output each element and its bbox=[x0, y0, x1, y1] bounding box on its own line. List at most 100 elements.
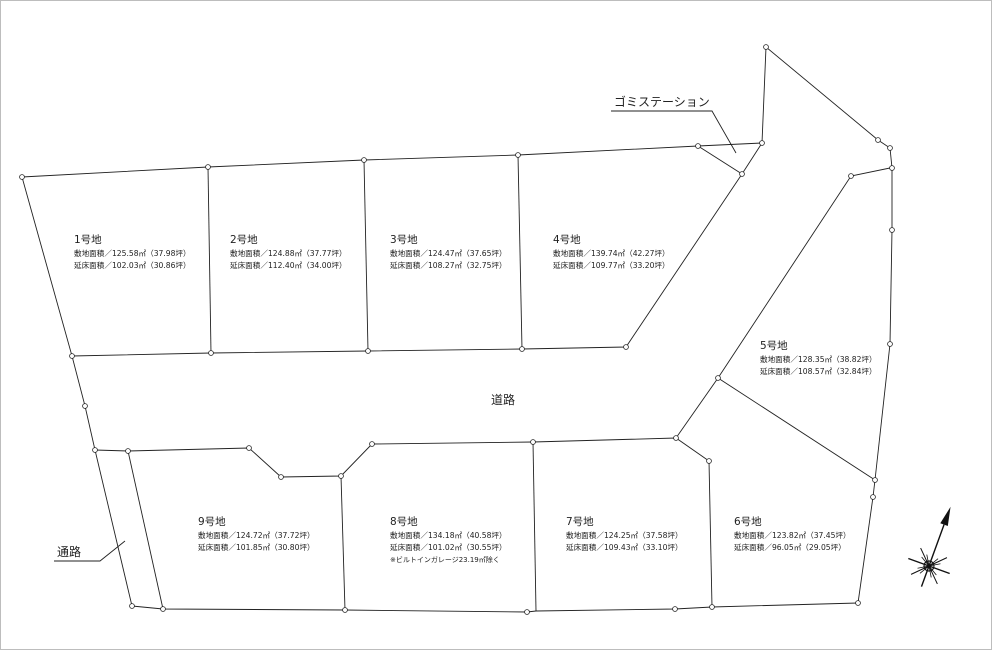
survey-point bbox=[524, 609, 530, 615]
survey-point bbox=[129, 603, 135, 609]
lot-note: ※ビルトインガレージ23.19㎡除く bbox=[390, 555, 500, 564]
north-arrow-icon bbox=[908, 506, 951, 587]
survey-point bbox=[365, 348, 371, 354]
survey-point bbox=[848, 173, 854, 179]
south-boundary bbox=[131, 602, 859, 613]
lot-site-area: 敷地面積／134.18㎡（40.58坪） bbox=[390, 530, 507, 540]
lot-8-label: 8号地 敷地面積／134.18㎡（40.58坪） 延床面積／101.02㎡（30… bbox=[390, 515, 507, 564]
lot-4-label: 4号地 敷地面積／139.74㎡（42.27坪） 延床面積／109.77㎡（33… bbox=[553, 233, 670, 270]
survey-point bbox=[889, 165, 895, 171]
lot-2-3-divider bbox=[363, 159, 369, 352]
lot-title: 7号地 bbox=[566, 515, 594, 528]
lot-title: 9号地 bbox=[198, 515, 226, 528]
lot-title: 4号地 bbox=[553, 233, 581, 246]
survey-point bbox=[715, 375, 721, 381]
lot-floor-area: 延床面積／101.85㎡（30.80坪） bbox=[198, 542, 315, 552]
lot-2-label: 2号地 敷地面積／124.88㎡（37.77坪） 延床面積／112.40㎡（34… bbox=[230, 233, 347, 270]
survey-point bbox=[673, 435, 679, 441]
lot-1-label: 1号地 敷地面積／125.58㎡（37.98坪） 延床面積／102.03㎡（30… bbox=[74, 233, 191, 270]
survey-point bbox=[759, 140, 765, 146]
lot-title: 1号地 bbox=[74, 233, 102, 246]
survey-point bbox=[205, 164, 211, 170]
survey-point bbox=[338, 473, 344, 479]
survey-point bbox=[763, 44, 769, 50]
lot-floor-area: 延床面積／96.05㎡（29.05坪） bbox=[734, 542, 846, 552]
lot-floor-area: 延床面積／102.03㎡（30.86坪） bbox=[74, 260, 191, 270]
survey-point bbox=[709, 604, 715, 610]
lot-title: 8号地 bbox=[390, 515, 418, 528]
lot-title: 6号地 bbox=[734, 515, 762, 528]
survey-point bbox=[82, 403, 88, 409]
survey-point bbox=[672, 606, 678, 612]
lot-8-7-divider bbox=[532, 441, 537, 612]
lot-title: 2号地 bbox=[230, 233, 258, 246]
passage-leader-line bbox=[54, 540, 126, 562]
lot-site-area: 敷地面積／124.88㎡（37.77坪） bbox=[230, 248, 347, 258]
lot-site-area: 敷地面積／124.72㎡（37.72坪） bbox=[198, 530, 315, 540]
lot-floor-area: 延床面積／101.02㎡（30.55坪） bbox=[390, 542, 507, 552]
survey-point bbox=[342, 607, 348, 613]
survey-point bbox=[739, 171, 745, 177]
north-boundary bbox=[21, 142, 763, 178]
road-label: 道路 bbox=[491, 392, 515, 407]
survey-point bbox=[160, 606, 166, 612]
lot-site-area: 敷地面積／139.74㎡（42.27坪） bbox=[553, 248, 670, 258]
lot-site-area: 敷地面積／125.58㎡（37.98坪） bbox=[74, 248, 191, 258]
lot-7-label: 7号地 敷地面積／124.25㎡（37.58坪） 延床面積／109.43㎡（33… bbox=[566, 515, 683, 552]
survey-point bbox=[515, 152, 521, 158]
lot-6-label: 6号地 敷地面積／123.82㎡（37.45坪） 延床面積／96.05㎡（29.… bbox=[734, 515, 851, 552]
garbage-station-outline bbox=[697, 145, 743, 175]
lot-site-area: 敷地面積／128.35㎡（38.82坪） bbox=[760, 354, 877, 364]
survey-point bbox=[887, 145, 893, 151]
survey-point bbox=[855, 600, 861, 606]
lot-floor-area: 延床面積／108.27㎡（32.75坪） bbox=[390, 260, 507, 270]
lot-3-label: 3号地 敷地面積／124.47㎡（37.65坪） 延床面積／108.27㎡（32… bbox=[390, 233, 507, 270]
lot-floor-area: 延床面積／108.57㎡（32.84坪） bbox=[760, 366, 877, 376]
survey-point bbox=[706, 458, 712, 464]
lot-site-area: 敷地面積／124.25㎡（37.58坪） bbox=[566, 530, 683, 540]
survey-point bbox=[889, 227, 895, 233]
lot-9-label: 9号地 敷地面積／124.72㎡（37.72坪） 延床面積／101.85㎡（30… bbox=[198, 515, 315, 552]
survey-point bbox=[246, 445, 252, 451]
lot-3-4-divider bbox=[517, 154, 523, 350]
east-boundary bbox=[761, 46, 893, 604]
survey-points bbox=[19, 44, 895, 615]
survey-point bbox=[361, 157, 367, 163]
survey-point bbox=[887, 341, 893, 347]
garbage-station-label: ゴミステーション bbox=[614, 94, 710, 109]
lot-floor-area: 延床面積／109.77㎡（33.20坪） bbox=[553, 260, 670, 270]
lot-title: 5号地 bbox=[760, 339, 788, 352]
passage-label: 通路 bbox=[57, 544, 81, 559]
survey-point bbox=[623, 344, 629, 350]
survey-point bbox=[695, 143, 701, 149]
lot-5-6-divider bbox=[717, 377, 876, 481]
survey-point bbox=[69, 353, 75, 359]
survey-point bbox=[530, 439, 536, 445]
south-lots-road-line bbox=[94, 437, 710, 478]
survey-point bbox=[875, 137, 881, 143]
survey-point bbox=[92, 447, 98, 453]
survey-point bbox=[519, 346, 525, 352]
lot-9-8-divider bbox=[340, 475, 346, 611]
survey-point bbox=[125, 448, 131, 454]
survey-point bbox=[208, 350, 214, 356]
passage-divider bbox=[127, 450, 164, 610]
lot-site-area: 敷地面積／123.82㎡（37.45坪） bbox=[734, 530, 851, 540]
survey-point bbox=[870, 494, 876, 500]
garbage-station-leader-line bbox=[611, 110, 737, 154]
lot-7-6-divider bbox=[708, 460, 713, 608]
lot-floor-area: 延床面積／109.43㎡（33.10坪） bbox=[566, 542, 683, 552]
survey-point bbox=[872, 477, 878, 483]
survey-point bbox=[369, 441, 375, 447]
lot-1-2-divider bbox=[207, 166, 212, 354]
lot-5-west-line bbox=[675, 167, 891, 439]
lot-floor-area: 延床面積／112.40㎡（34.00坪） bbox=[230, 260, 347, 270]
lot-title: 3号地 bbox=[390, 233, 418, 246]
survey-point bbox=[278, 474, 284, 480]
survey-point bbox=[19, 174, 25, 180]
lot-5-label: 5号地 敷地面積／128.35㎡（38.82坪） 延床面積／108.57㎡（32… bbox=[760, 339, 877, 376]
north-arrow-head bbox=[940, 506, 951, 527]
lot-site-area: 敷地面積／124.47㎡（37.65坪） bbox=[390, 248, 507, 258]
